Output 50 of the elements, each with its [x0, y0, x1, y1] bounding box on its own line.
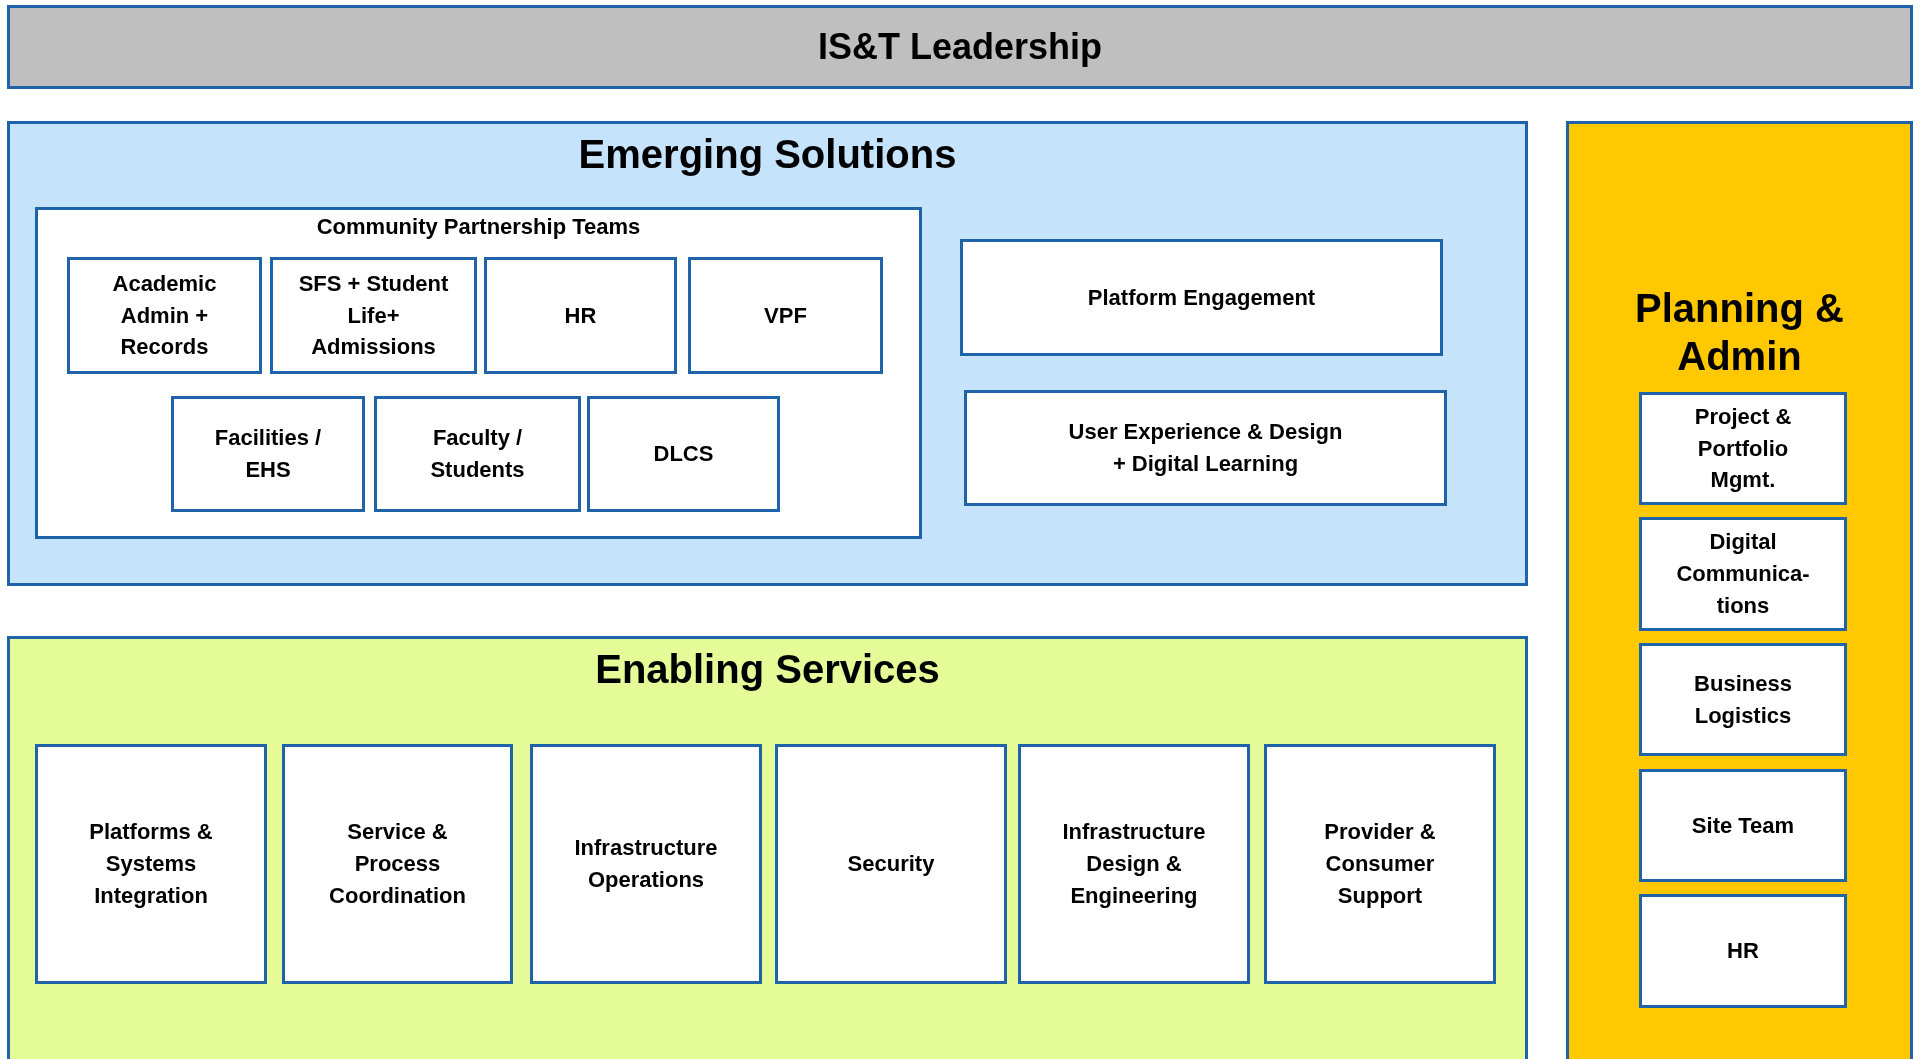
team-box — [964, 390, 1447, 506]
team-label: Infrastructure Design & Engineering — [1061, 818, 1207, 910]
section-heading: Community Partnership Teams — [315, 214, 642, 241]
section-panel — [1566, 121, 1913, 1059]
section-heading: Emerging Solutions — [577, 131, 958, 178]
team-box — [530, 744, 762, 984]
team-label: HR — [1727, 937, 1759, 966]
team-box — [282, 744, 513, 984]
team-box — [1639, 643, 1847, 756]
team-box — [67, 257, 262, 374]
team-box — [1639, 517, 1847, 631]
team-label: VPF — [764, 301, 807, 330]
team-box — [960, 239, 1443, 356]
header-title: IS&T Leadership — [817, 24, 1103, 69]
team-box — [1018, 744, 1250, 984]
team-box — [270, 257, 477, 374]
team-label: Security — [847, 850, 935, 879]
team-label: Infrastructure Operations — [573, 834, 719, 894]
team-label: Provider & Consumer Support — [1323, 818, 1437, 910]
team-box — [587, 396, 780, 512]
team-label: Project & Portfolio Mgmt. — [1693, 402, 1793, 495]
team-box — [1639, 894, 1847, 1008]
section-panel — [7, 121, 1528, 586]
team-box — [775, 744, 1007, 984]
team-label: Faculty / Students — [429, 424, 526, 484]
team-box — [374, 396, 581, 512]
team-label: Site Team — [1691, 811, 1795, 840]
team-label: Digital Communica- tions — [1675, 528, 1811, 620]
team-label: SFS + Student Life+ Admissions — [297, 269, 450, 362]
team-box — [1639, 392, 1847, 505]
team-box — [484, 257, 677, 374]
team-label: Facilities / EHS — [213, 424, 323, 484]
team-label: DLCS — [653, 440, 714, 469]
team-label: HR — [564, 301, 597, 330]
team-label: Platform Engagement — [1087, 283, 1316, 312]
header-bar — [7, 5, 1913, 89]
subgroup-panel — [35, 207, 922, 539]
team-label: Platforms & Systems Integration — [88, 818, 214, 910]
team-box — [1639, 769, 1847, 882]
team-box — [35, 744, 267, 984]
team-box — [1264, 744, 1496, 984]
team-box — [171, 396, 365, 512]
team-box — [688, 257, 883, 374]
team-label: Service & Process Coordination — [328, 818, 467, 910]
section-panel — [7, 636, 1528, 1059]
section-heading: Planning & Admin — [1634, 285, 1845, 380]
section-heading: Enabling Services — [594, 646, 941, 693]
team-label: User Experience & Design + Digital Learning — [1067, 418, 1344, 478]
team-label: Academic Admin + Records — [111, 269, 218, 362]
team-label: Business Logistics — [1693, 669, 1793, 730]
